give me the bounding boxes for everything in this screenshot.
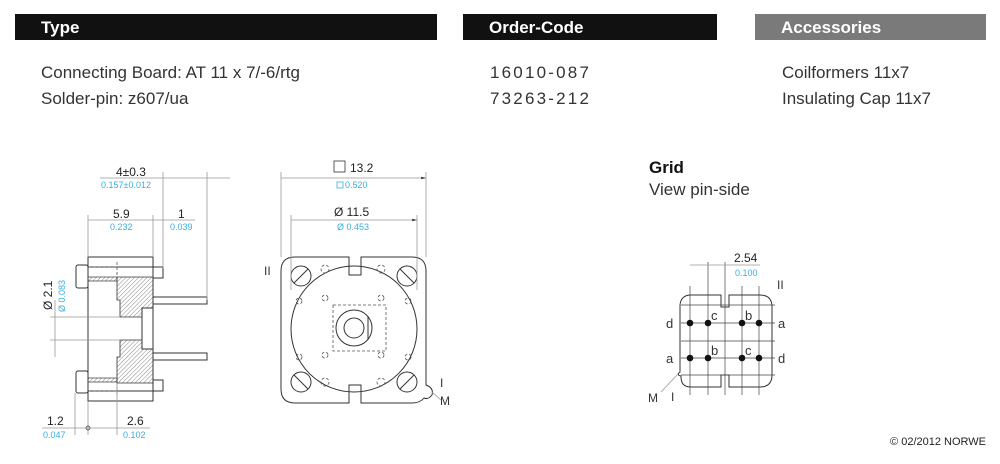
dim-clip-inch: 0.047 xyxy=(43,430,66,440)
square-symbol-icon xyxy=(333,160,346,173)
dim-offset: 1 xyxy=(178,207,185,221)
dim-flange-inch: 0.102 xyxy=(123,430,146,440)
grid-mark-i: I xyxy=(671,390,674,404)
grid-mark-ii: II xyxy=(777,278,784,292)
pin-label-c: c xyxy=(711,308,718,323)
dim-square-inch: 0.520 xyxy=(345,180,368,190)
grid-title: Grid xyxy=(649,158,684,177)
mark-i: I xyxy=(440,376,443,390)
dim-square: 13.2 xyxy=(350,161,374,175)
dim-flange: 2.6 xyxy=(127,414,144,428)
type-item-1: Connecting Board: AT 11 x 7/-6/rtg xyxy=(41,63,300,82)
mark-m: M xyxy=(440,394,450,408)
pin-dots xyxy=(686,319,763,362)
header-type: Type xyxy=(15,14,437,40)
mark-ii: II xyxy=(264,264,271,278)
type-item-2: Solder-pin: z607/ua xyxy=(41,89,189,108)
pin-grid: 2.54 0.100 d c b a a b c d II M I xyxy=(648,251,786,405)
screw-icons xyxy=(290,265,418,393)
accessory-2: Insulating Cap 11x7 xyxy=(782,89,932,108)
grid-subtitle: View pin-side xyxy=(649,180,750,199)
order-code-1: 16010-087 xyxy=(490,63,592,82)
dim-pin-length: 4±0.3 xyxy=(116,165,146,179)
pin-label-b: b xyxy=(711,343,718,358)
pin-label-a: a xyxy=(666,351,674,366)
dim-offset-inch: 0.039 xyxy=(170,222,193,232)
square-symbol-inch-icon xyxy=(336,181,344,189)
pin-label-d: d xyxy=(778,351,785,366)
grid-mark-m: M xyxy=(648,391,658,405)
dim-hole: Ø 2.1 xyxy=(41,280,55,310)
dim-pin-length-inch: 0.157±0.012 xyxy=(101,180,151,190)
dim-diameter-inch: Ø 0.453 xyxy=(337,222,369,232)
grid-pitch: 2.54 xyxy=(734,251,758,265)
copyright: © 02/2012 NORWE xyxy=(890,436,986,448)
accessory-1: Coilformers 11x7 xyxy=(782,63,910,82)
pin-label-d: d xyxy=(666,316,673,331)
pin-holes xyxy=(295,264,412,387)
dim-width: 5.9 xyxy=(113,207,130,221)
header-accessories: Accessories xyxy=(755,14,986,40)
pin-label-a: a xyxy=(778,316,786,331)
pin-label-c: c xyxy=(745,343,752,358)
pin-label-b: b xyxy=(745,308,752,323)
side-view: 4±0.3 0.157±0.012 5.9 0.232 1 0.039 Ø 2.… xyxy=(41,165,230,440)
header-order-code: Order-Code xyxy=(463,14,717,40)
dim-width-inch: 0.232 xyxy=(110,222,133,232)
dim-clip: 1.2 xyxy=(47,414,64,428)
dim-diameter: Ø 11.5 xyxy=(334,205,369,219)
grid-pitch-inch: 0.100 xyxy=(735,268,758,278)
dim-hole-inch: Ø 0.083 xyxy=(57,280,67,312)
top-view: 13.2 0.520 Ø 11.5 Ø 0.453 II I M xyxy=(264,160,450,408)
order-code-2: 73263-212 xyxy=(490,89,592,108)
